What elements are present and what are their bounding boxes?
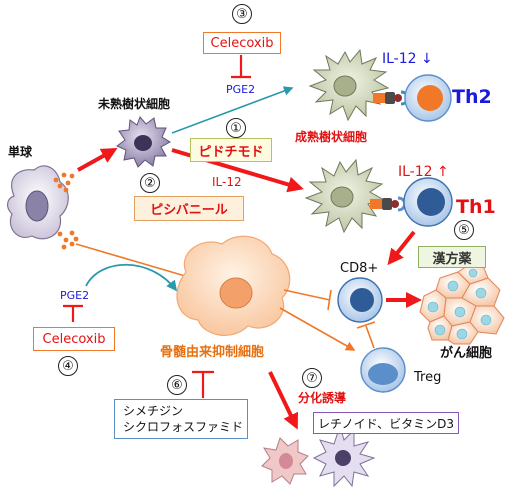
il12-down-label: IL-12 ↓: [382, 51, 433, 67]
inhibit-line-celecoxib-left: [63, 304, 83, 322]
number-6: ⑥: [167, 375, 187, 395]
mdsc-label: 骨髄由来抑制細胞: [160, 345, 265, 360]
mature-dendritic-cell-top: [308, 48, 390, 122]
arrow-pge2-to-mdsc: [85, 263, 178, 292]
monocyte-cell: [6, 165, 69, 240]
arrow-mdsc-to-treg: [279, 307, 356, 351]
cimetidine-line-1: シメチジン: [123, 404, 184, 418]
cimetidine-box: シメチジン シクロフォスファミド: [114, 399, 248, 439]
differentiated-cell-pink: [261, 437, 309, 485]
mature-dc-label: 成熟樹状細胞: [295, 130, 368, 144]
mdsc-cell: [176, 235, 291, 336]
number-4: ④: [58, 356, 78, 376]
pge2-top-label: PGE2: [226, 83, 256, 96]
kampo-box: 漢方薬: [418, 246, 486, 268]
number-2: ②: [140, 173, 160, 193]
number-5: ⑤: [454, 220, 474, 240]
receptor-complex-top: [373, 90, 410, 106]
arrow-immature-to-mature-dc-top: [171, 86, 294, 134]
immature-dendritic-cell: [116, 116, 171, 168]
celecoxib-top-box: Celecoxib: [203, 32, 281, 54]
cancer-nuclei: [427, 268, 492, 340]
cd8-t-cell: [337, 277, 383, 323]
cancer-cell-label: がん細胞: [440, 346, 493, 361]
cytokine-dots-upper: [53, 172, 75, 193]
treg-label: Treg: [414, 370, 442, 385]
arrow-mdsc-differentiation: [268, 371, 299, 430]
differentiation-label: 分化誘導: [298, 391, 347, 405]
arrow-th1-to-cd8: [387, 230, 416, 266]
cimetidine-line-2: シクロフォスファミド: [123, 420, 244, 434]
pidotimod-box: ピドチモド: [190, 138, 272, 162]
differentiated-cell-dendritic: [312, 424, 376, 488]
inhibit-cimetidine-to-mdsc: [192, 370, 214, 398]
treg-cell: [360, 347, 406, 393]
immature-dc-label: 未熟樹状細胞: [98, 97, 171, 111]
cd8-label: CD8+: [340, 261, 379, 276]
th1-label: Th1: [456, 196, 496, 218]
mature-dendritic-cell-lower: [304, 158, 386, 234]
number-1: ①: [226, 118, 246, 138]
il12-label: IL-12: [212, 175, 242, 189]
pge2-left-label: PGE2: [60, 289, 90, 302]
th2-t-cell: [404, 74, 452, 122]
arrow-mono-to-mdsc: [75, 243, 194, 281]
arrow-mono-to-immature-dc: [77, 148, 118, 172]
th1-t-cell: [403, 177, 453, 227]
il12-up-label: IL-12 ↑: [398, 164, 449, 180]
number-3: ③: [232, 4, 252, 24]
inhibit-mdsc-to-cd8: [283, 289, 332, 311]
number-7: ⑦: [302, 368, 322, 388]
receptor-complex-lower: [370, 196, 407, 212]
inhibit-treg-to-cd8: [356, 321, 376, 349]
cytokine-dots-lower: [57, 230, 79, 250]
inhibit-line-celecoxib-top: [231, 55, 251, 79]
retinoid-box: レチノイド、ビタミンD3: [313, 412, 459, 434]
th2-label: Th2: [452, 86, 492, 108]
celecoxib-left-box: Celecoxib: [33, 327, 115, 351]
pixibanil-box: ピシバニール: [134, 196, 244, 221]
monocyte-label: 単球: [8, 145, 33, 159]
